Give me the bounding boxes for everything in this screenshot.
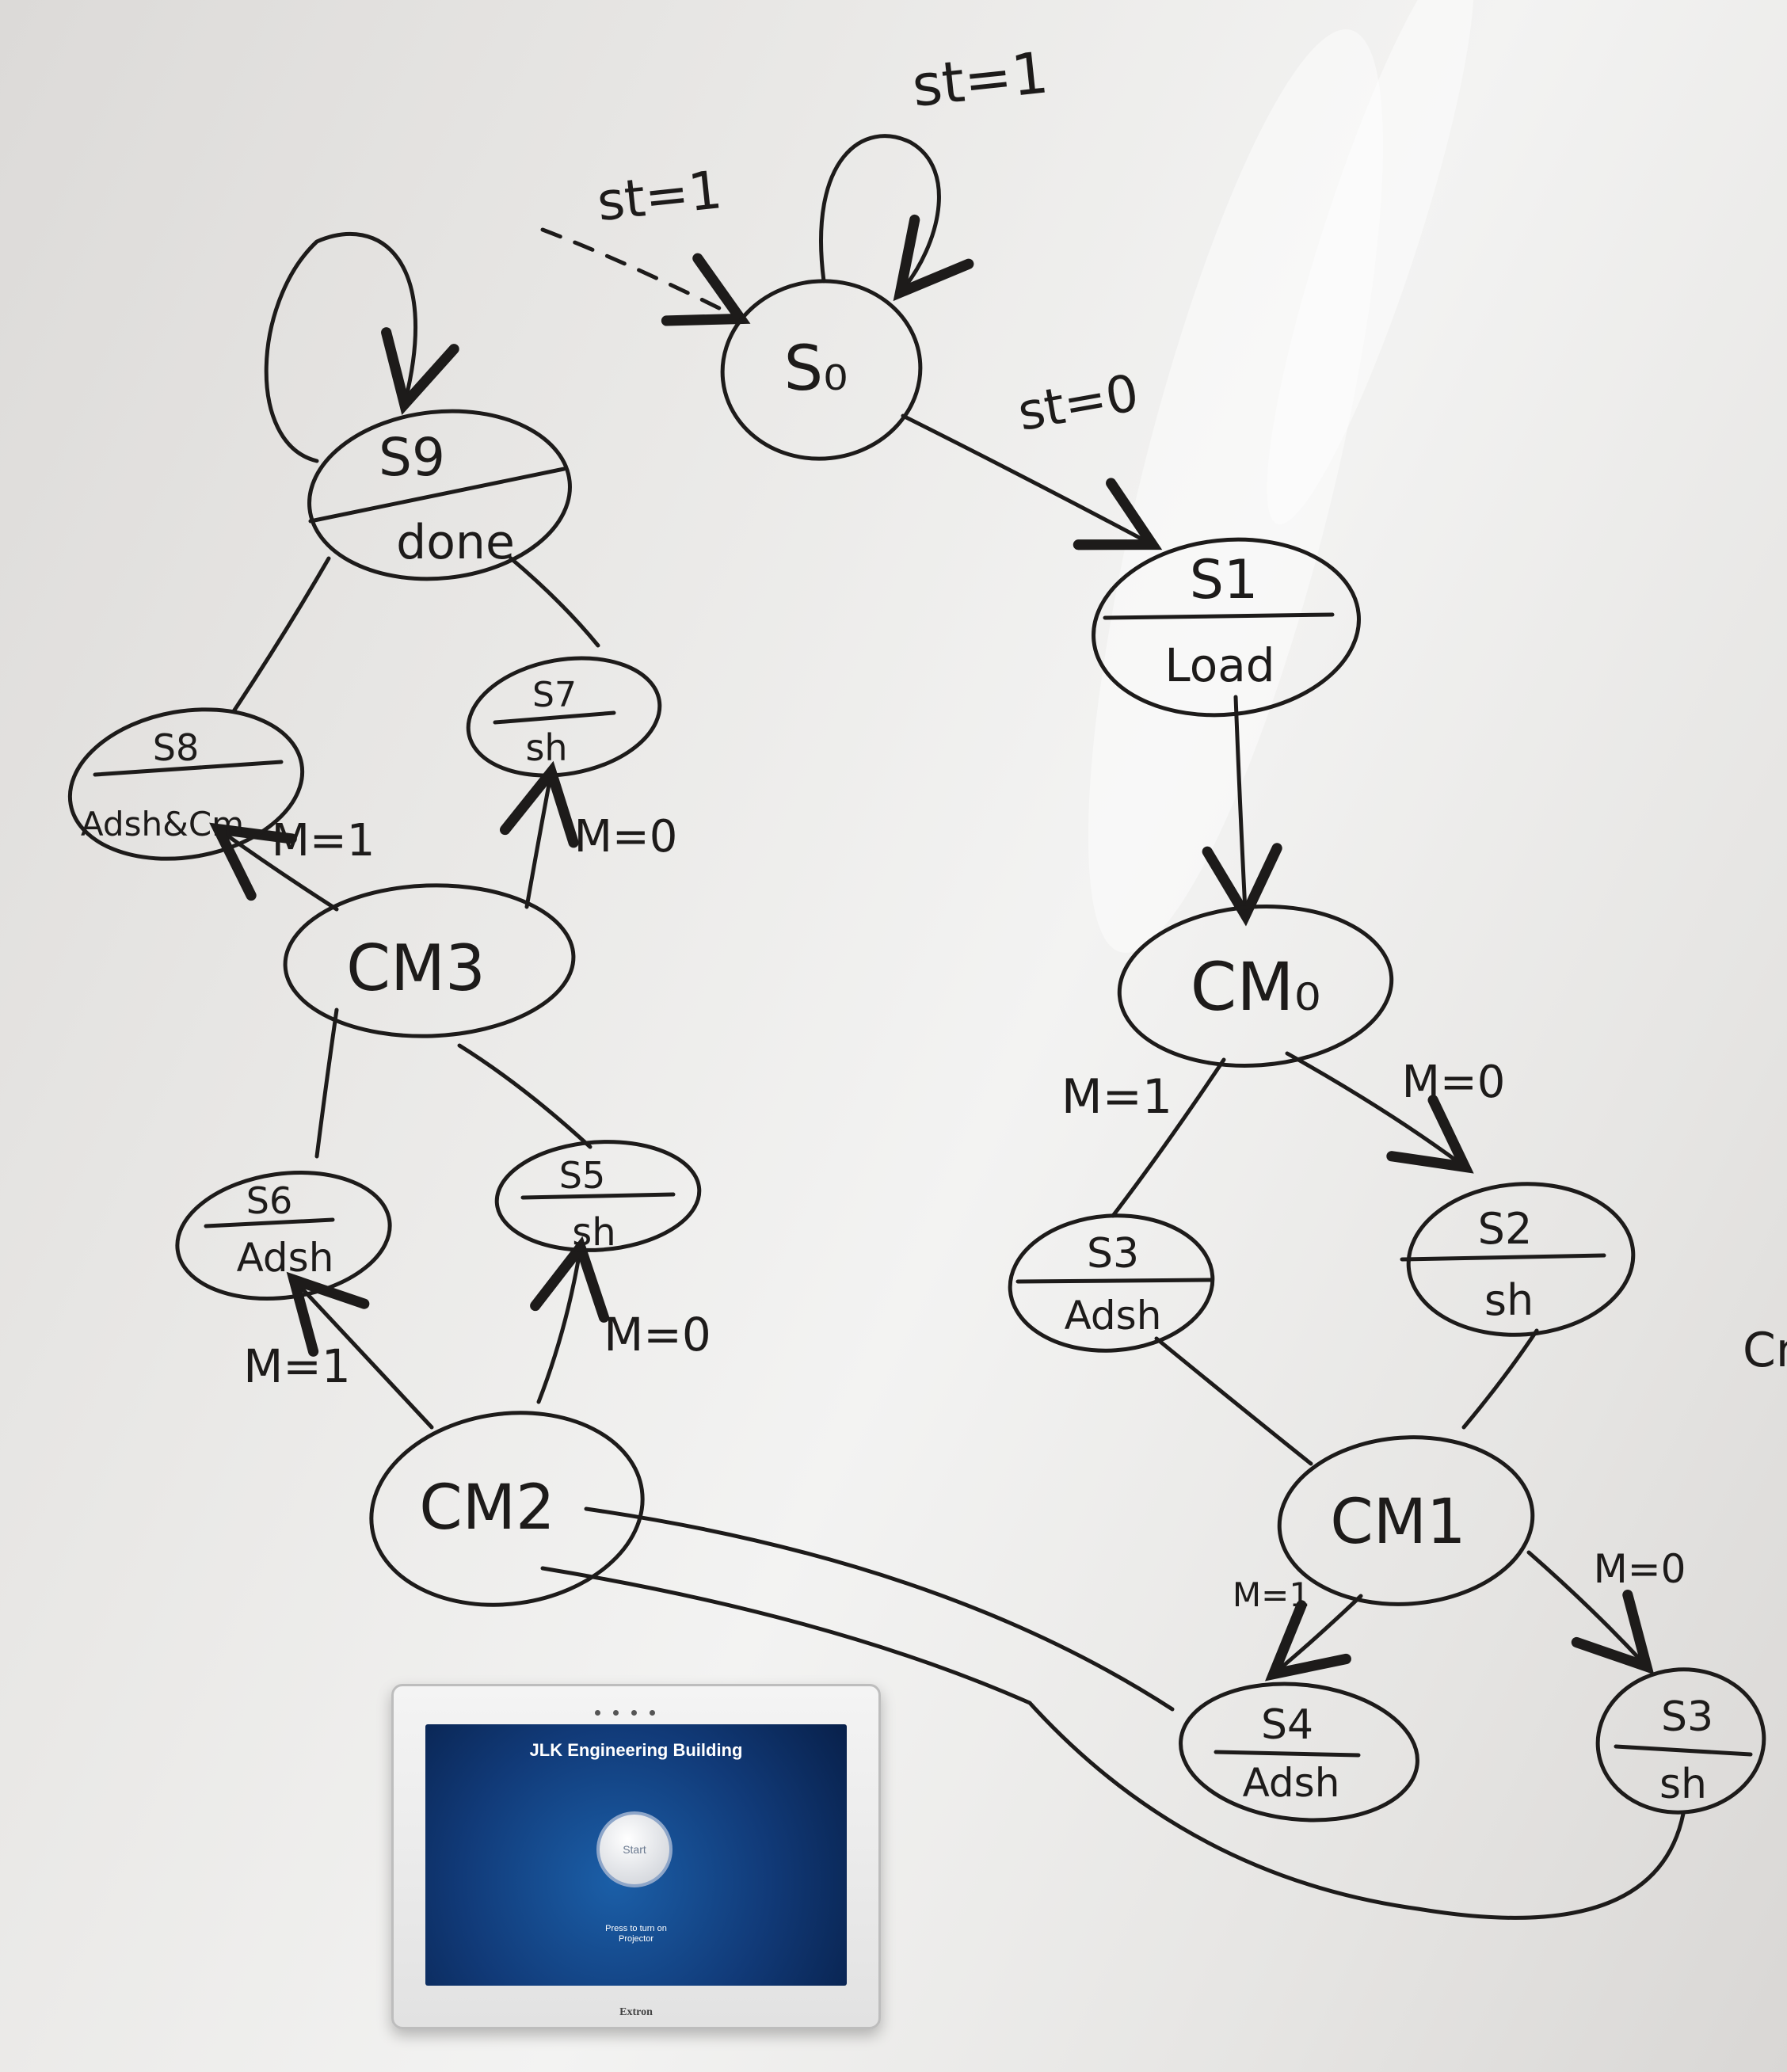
node-s4-top: S4 — [1261, 1701, 1313, 1749]
edge-s7-s9 — [509, 556, 600, 648]
edge-cm0-s3 — [1111, 1057, 1226, 1218]
panel-screen: JLK Engineering Building Start Press to … — [425, 1724, 847, 1986]
edge-cm2-s6 — [286, 1271, 434, 1430]
node-s7: S7 sh — [466, 656, 662, 778]
label-cm0-m1: M=1 — [1061, 1069, 1172, 1125]
node-s2-bottom: sh — [1484, 1275, 1534, 1325]
edge-s9-self-loop — [264, 232, 459, 463]
node-s9: S9 done — [307, 409, 572, 581]
node-cm2-label: CM2 — [419, 1472, 554, 1544]
edge-cm1-s3far — [1526, 1550, 1655, 1675]
node-s5-bottom: sh — [572, 1210, 615, 1255]
node-s8: S8 Adsh&Cm — [67, 707, 305, 861]
edge-cm3-s7 — [499, 760, 579, 909]
panel-brand-logo: Extron — [619, 2006, 653, 2018]
node-s3-far: S3 sh — [1595, 1667, 1766, 1815]
label-cm3-m0: M=0 — [574, 811, 678, 863]
node-s3-right: S3 Adsh — [1008, 1213, 1215, 1353]
node-cm1-label: CM1 — [1330, 1487, 1465, 1558]
node-s5-top: S5 — [559, 1154, 605, 1197]
edge-s3-cm1 — [1154, 1336, 1313, 1466]
node-s3-far-top: S3 — [1661, 1693, 1713, 1741]
node-cm1: CM1 — [1277, 1435, 1535, 1606]
node-s3-right-bottom: Adsh — [1065, 1293, 1162, 1339]
node-s4: S4 Adsh — [1179, 1682, 1419, 1823]
node-s3-right-top: S3 — [1087, 1230, 1139, 1278]
edge-cm2-s5 — [530, 1236, 610, 1404]
start-button[interactable]: Start — [596, 1811, 673, 1887]
edge-cm1-s4 — [1265, 1594, 1363, 1682]
label-cm3-m1: M=1 — [272, 815, 375, 867]
label-s0-loop: st=1 — [909, 39, 1052, 120]
node-s6-bottom: Adsh — [237, 1235, 334, 1281]
edge-s3far-cm2 — [540, 1566, 1686, 1920]
edge-cm3-s8 — [209, 822, 339, 912]
node-s8-bottom: Adsh&Cm — [81, 805, 244, 844]
node-s6-top: S6 — [246, 1179, 292, 1222]
node-cm0-label: CM₀ — [1191, 948, 1321, 1026]
glare-reflection — [1088, 0, 1474, 953]
node-cm3-label: CM3 — [346, 931, 486, 1005]
panel-hint: Press to turn on Projector — [605, 1924, 667, 1944]
edge-s4-cm2 — [584, 1506, 1175, 1712]
edge-s6-cm3 — [314, 1007, 339, 1159]
label-entry: st=1 — [594, 159, 725, 233]
label-cm1-m0: M=0 — [1594, 1546, 1686, 1592]
edge-s0-self-loop — [819, 134, 974, 302]
edge-cm0-s2 — [1285, 1051, 1474, 1174]
node-s5: S5 sh — [494, 1140, 702, 1255]
node-s3-far-bottom: sh — [1659, 1761, 1707, 1808]
edges — [209, 134, 1686, 1920]
node-s0: S₀ — [720, 279, 923, 461]
node-s0-label: S₀ — [784, 333, 848, 405]
node-s1: S1 Load — [1092, 537, 1361, 718]
label-cm2-m0: M=0 — [604, 1308, 711, 1362]
node-s7-top: S7 — [532, 675, 577, 715]
node-s1-bottom: Load — [1164, 638, 1275, 692]
label-edge-text: Cm — [1743, 1323, 1787, 1378]
node-cm0: CM₀ — [1117, 905, 1394, 1068]
node-s2: S2 sh — [1400, 1182, 1636, 1337]
edge-s0-s1 — [901, 413, 1163, 550]
panel-sensor — [589, 1704, 684, 1716]
label-cm1-m1: M=1 — [1233, 1575, 1310, 1614]
edge-s1-cm0 — [1202, 695, 1282, 927]
edge-s8-s9 — [231, 556, 331, 714]
node-s7-bottom: sh — [525, 726, 567, 769]
node-s9-top: S9 — [379, 427, 445, 488]
node-cm2: CM2 — [369, 1411, 645, 1607]
label-cm2-m1: M=1 — [243, 1339, 351, 1393]
node-s6: S6 Adsh — [175, 1171, 392, 1301]
node-cm3: CM3 — [283, 883, 576, 1038]
label-cm0-m0: M=0 — [1402, 1057, 1506, 1108]
node-s4-bottom: Adsh — [1243, 1760, 1340, 1806]
edge-s5-cm3 — [457, 1043, 592, 1149]
node-s9-bottom: done — [396, 515, 515, 570]
node-s2-top: S2 — [1478, 1204, 1533, 1254]
node-s8-top: S8 — [153, 726, 199, 769]
nodes: S₀ S1 Load CM₀ S3 Adsh S2 sh — [67, 279, 1766, 1823]
label-s0-s1: st=0 — [1014, 364, 1143, 443]
touch-panel: JLK Engineering Building Start Press to … — [391, 1684, 881, 2029]
panel-title: JLK Engineering Building — [529, 1740, 743, 1760]
edge-s2-cm1 — [1461, 1328, 1539, 1430]
node-s1-top: S1 — [1190, 549, 1258, 611]
edge-entry-dashed — [540, 227, 751, 326]
edge-labels: st=1 st=1 st=0 M=1 M=0 M=1 M=0 M=1 M=0 M… — [243, 39, 1787, 1614]
